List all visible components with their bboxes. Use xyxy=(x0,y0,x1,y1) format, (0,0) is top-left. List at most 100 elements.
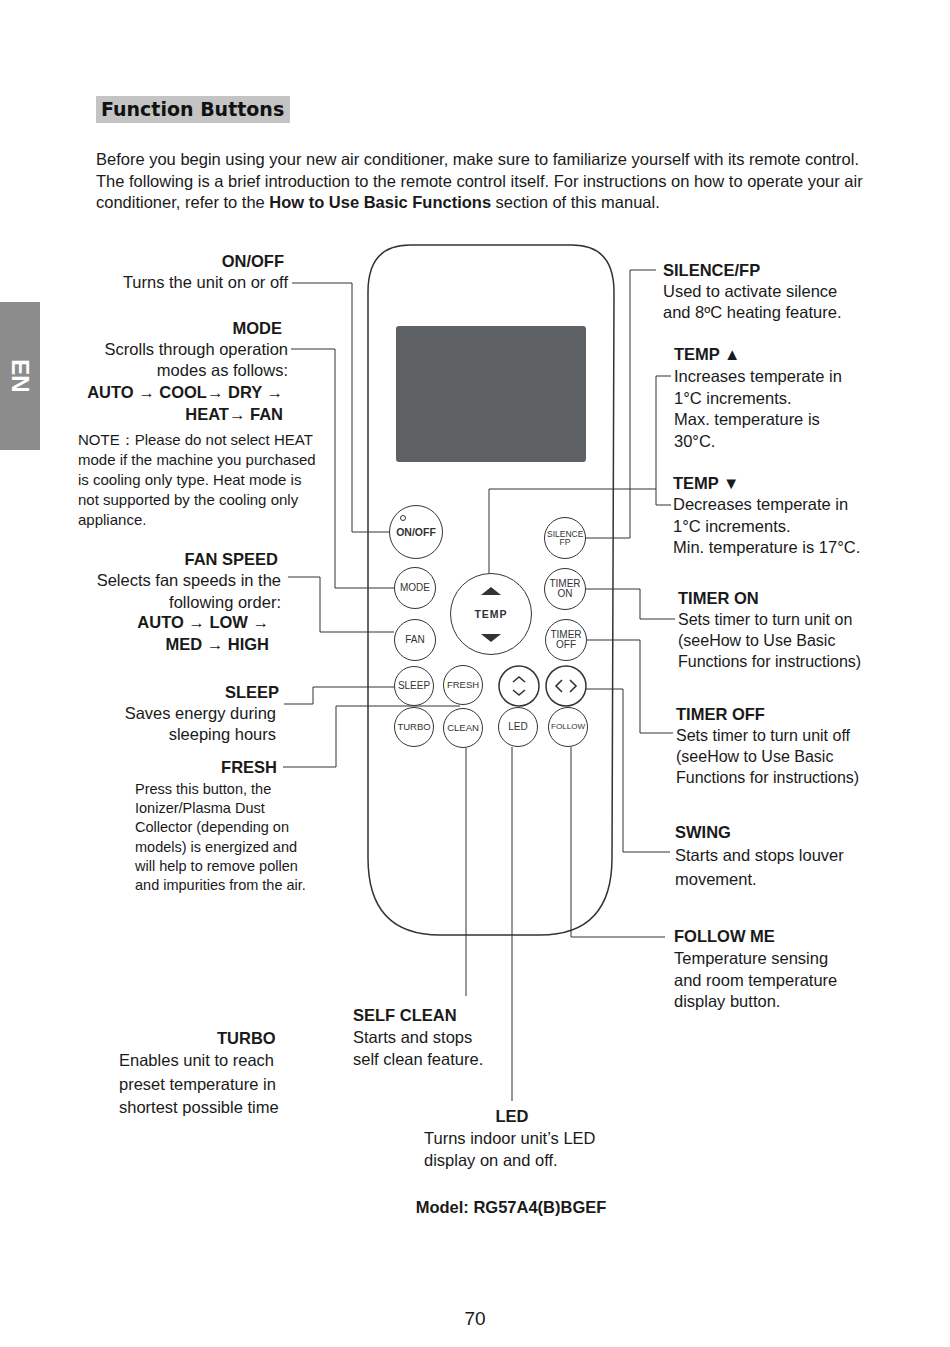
callout-text: Saves energy during sleeping hours xyxy=(101,703,276,745)
callout-text: Enables unit to reach preset temperature… xyxy=(119,1049,304,1120)
button-label: FAN xyxy=(405,635,424,645)
language-tab-text: EN xyxy=(0,302,40,450)
button-text: TURBO xyxy=(397,722,430,732)
callout-text: Press this button, the Ionizer/Plasma Du… xyxy=(135,780,313,895)
remote-body xyxy=(368,245,614,935)
callout-text: NOTE：Please do not select HEAT mode if t… xyxy=(78,430,323,530)
button-label: MODE xyxy=(400,583,430,593)
leader-line xyxy=(586,270,656,538)
remote-button: FRESH xyxy=(443,665,483,705)
leader-line xyxy=(466,748,467,996)
remote-button: TIMER OFF xyxy=(545,619,587,661)
callout-heading: LED xyxy=(462,1106,562,1127)
leader-line xyxy=(284,687,394,704)
callout-heading: TIMER OFF xyxy=(676,704,836,725)
callout-heading: MODE xyxy=(142,318,282,339)
callout-heading: FRESH xyxy=(157,757,277,778)
callout-text: Scrolls through operation modes as follo… xyxy=(78,339,288,381)
callout-text: Starts and stops louver movement. xyxy=(675,843,865,891)
callout-text: Max. temperature is 30°C. xyxy=(674,409,864,452)
leader-lines xyxy=(283,270,675,1101)
leader-line xyxy=(571,747,665,937)
callout-text: Turns the unit on or off xyxy=(58,272,288,293)
button-text: LED xyxy=(508,722,527,732)
callout-text: Used to activate silence and 8ºC heating… xyxy=(663,281,863,323)
callout-heading: FAN SPEED xyxy=(118,549,278,570)
callout-text: Sets timer to turn unit off (seeHow to U… xyxy=(676,725,861,788)
leader-line xyxy=(512,747,513,1101)
callout-heading: FOLLOW ME xyxy=(674,926,834,947)
callout-text: Sets timer to turn unit on (seeHow to Us… xyxy=(678,609,863,672)
callout-text: Decreases temperate in 1°C increments. xyxy=(673,494,863,537)
callout-heading: ON/OFF xyxy=(144,251,284,272)
button-label: SLEEP xyxy=(398,681,430,691)
button-text: FOLLOW xyxy=(551,723,585,731)
intro-paragraph: Before you begin using your new air cond… xyxy=(96,149,866,214)
remote-button: TIMER ON xyxy=(544,568,586,610)
down-arrow xyxy=(481,634,501,642)
language-code: EN xyxy=(6,359,34,392)
callout-heading: AUTO → COOL→ DRY → HEAT→ FAN xyxy=(63,381,283,425)
model-caption: Model: RG57A4(B)BGEF xyxy=(351,1198,671,1217)
callout-heading: TEMP ▼ xyxy=(673,473,833,494)
button-label: TEMP xyxy=(474,609,507,620)
intro-text: How to Use Basic Functions xyxy=(269,193,491,211)
button-label: SILENCE FP xyxy=(547,530,583,547)
page-title: Function Buttons xyxy=(96,96,290,123)
leader-line xyxy=(586,689,670,852)
button-text: FRESH xyxy=(447,680,479,690)
remote-button: TURBO xyxy=(394,707,434,747)
button-text: TEMP xyxy=(474,609,507,620)
swing-button xyxy=(499,666,539,706)
direction-button xyxy=(546,666,586,706)
callout-heading: TEMP ▲ xyxy=(674,344,834,365)
button-text: TIMER OFF xyxy=(548,630,584,650)
leader-line xyxy=(288,577,394,632)
remote-button: SILENCE FP xyxy=(544,517,586,559)
button-text: ON/OFF xyxy=(396,527,436,538)
remote-button: TEMP xyxy=(450,573,532,655)
callout-heading: TURBO xyxy=(217,1028,337,1049)
remote-button: MODE xyxy=(394,567,436,609)
leader-line xyxy=(586,589,675,619)
callout-text: Increases temperate in 1°C increments. xyxy=(674,366,864,409)
button-label: ON/OFF xyxy=(396,527,436,538)
callout-heading: AUTO → LOW → MED → HIGH xyxy=(109,612,269,655)
button-label: CLEAN xyxy=(447,723,479,733)
button-text: CLEAN xyxy=(447,723,479,733)
callout-heading: SLEEP xyxy=(159,682,279,703)
callout-text: Starts and stops self clean feature. xyxy=(353,1027,501,1070)
leader-line xyxy=(489,489,656,573)
button-text: TIMER ON xyxy=(547,579,583,599)
remote-button: LED xyxy=(498,707,538,747)
remote-button: SLEEP xyxy=(394,666,434,706)
remote-button: ON/OFF xyxy=(389,505,443,559)
callout-text: Min. temperature is 17°C. xyxy=(673,537,863,559)
direction-icon xyxy=(556,680,576,692)
callout-text: Selects fan speeds in the following orde… xyxy=(96,570,281,613)
button-text: SILENCE FP xyxy=(547,530,583,547)
callout-text: Temperature sensing and room temperature… xyxy=(674,948,854,1013)
leader-line xyxy=(283,706,460,767)
button-label: TIMER OFF xyxy=(548,630,584,650)
callout-heading: SWING xyxy=(675,822,835,843)
remote-screen xyxy=(396,326,586,462)
callout-heading: SILENCE/FP xyxy=(663,260,863,281)
button-label: TURBO xyxy=(397,722,430,732)
power-mark xyxy=(401,516,406,521)
callout-heading: SELF CLEAN xyxy=(353,1005,503,1026)
button-text: FAN xyxy=(405,635,424,645)
button-text: SLEEP xyxy=(398,681,430,691)
language-tab xyxy=(0,302,40,450)
button-text: MODE xyxy=(400,583,430,593)
leader-line xyxy=(587,640,673,733)
page-number: 70 xyxy=(445,1308,505,1330)
button-label: FRESH xyxy=(447,680,479,690)
remote-button: FOLLOW xyxy=(548,707,588,747)
leader-line xyxy=(656,376,671,505)
up-arrow xyxy=(481,587,501,595)
remote-button: FAN xyxy=(394,619,436,661)
button-label: LED xyxy=(508,722,527,732)
callout-heading: TIMER ON xyxy=(678,588,838,609)
